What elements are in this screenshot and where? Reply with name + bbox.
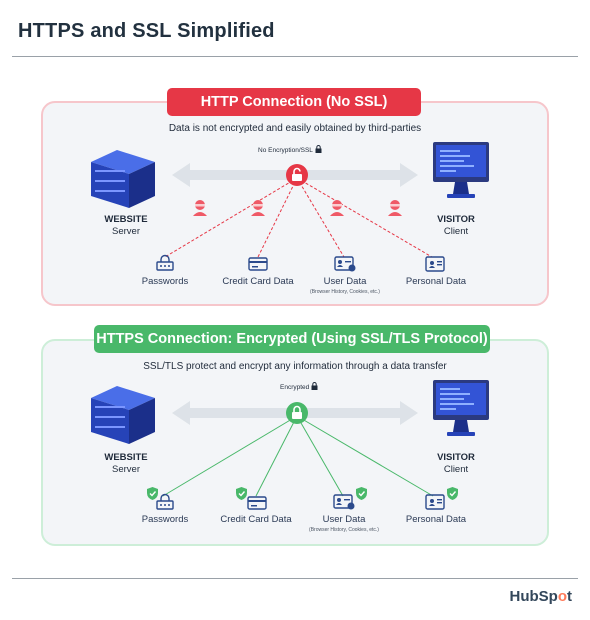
small-lock-icon	[315, 145, 321, 153]
monitor-icon	[433, 142, 489, 198]
server-icon	[91, 150, 155, 208]
https-item-personal-data: Personal Data	[405, 514, 467, 525]
shield-check-icon	[356, 487, 367, 500]
https-item-credit-card: Credit Card Data	[220, 514, 292, 525]
https-item-user-data: User Data	[322, 514, 366, 525]
http-item-credit-card: Credit Card Data	[222, 276, 294, 287]
monitor-icon	[433, 380, 489, 436]
password-icon	[156, 254, 174, 271]
user-card-icon	[333, 494, 355, 510]
https-subtitle: SSL/TLS protect and encrypt any informat…	[143, 361, 447, 372]
id-card-icon	[425, 494, 445, 510]
hacker-icon	[251, 200, 265, 216]
shield-check-icon	[236, 487, 247, 500]
hacker-icon	[193, 200, 207, 216]
shield-check-icon	[147, 487, 158, 500]
hacker-icon	[388, 200, 402, 216]
http-user-data-note: (Browser History, Cookies, etc.)	[310, 289, 380, 295]
server-icon	[91, 386, 155, 444]
credit-card-icon	[247, 496, 267, 510]
small-lock-icon	[311, 382, 318, 390]
https-item-passwords: Passwords	[141, 514, 189, 525]
http-item-passwords: Passwords	[141, 276, 189, 287]
https-lock-label: Encrypted	[280, 382, 318, 391]
shield-check-icon	[447, 487, 458, 500]
http-item-user-data: User Data	[323, 276, 367, 287]
http-item-personal-data: Personal Data	[405, 276, 467, 287]
unlocked-lock-icon	[286, 164, 308, 186]
https-user-data-note: (Browser History, Cookies, etc.)	[309, 527, 379, 533]
http-lock-label: No Encryption/SSL	[258, 145, 322, 154]
http-subtitle: Data is not encrypted and easily obtaine…	[168, 123, 422, 134]
user-card-icon	[334, 256, 356, 272]
top-divider	[12, 56, 578, 57]
password-icon	[156, 493, 174, 510]
page-title: HTTPS and SSL Simplified	[18, 20, 275, 42]
id-card-icon	[425, 256, 445, 272]
http-badge: HTTP Connection (No SSL)	[167, 88, 421, 116]
credit-card-icon	[248, 257, 268, 271]
https-badge: HTTPS Connection: Encrypted (Using SSL/T…	[94, 325, 490, 353]
locked-lock-icon	[286, 402, 308, 424]
hacker-icon	[330, 200, 344, 216]
hubspot-logo: HubSpot	[509, 588, 573, 605]
bottom-divider	[12, 578, 578, 579]
